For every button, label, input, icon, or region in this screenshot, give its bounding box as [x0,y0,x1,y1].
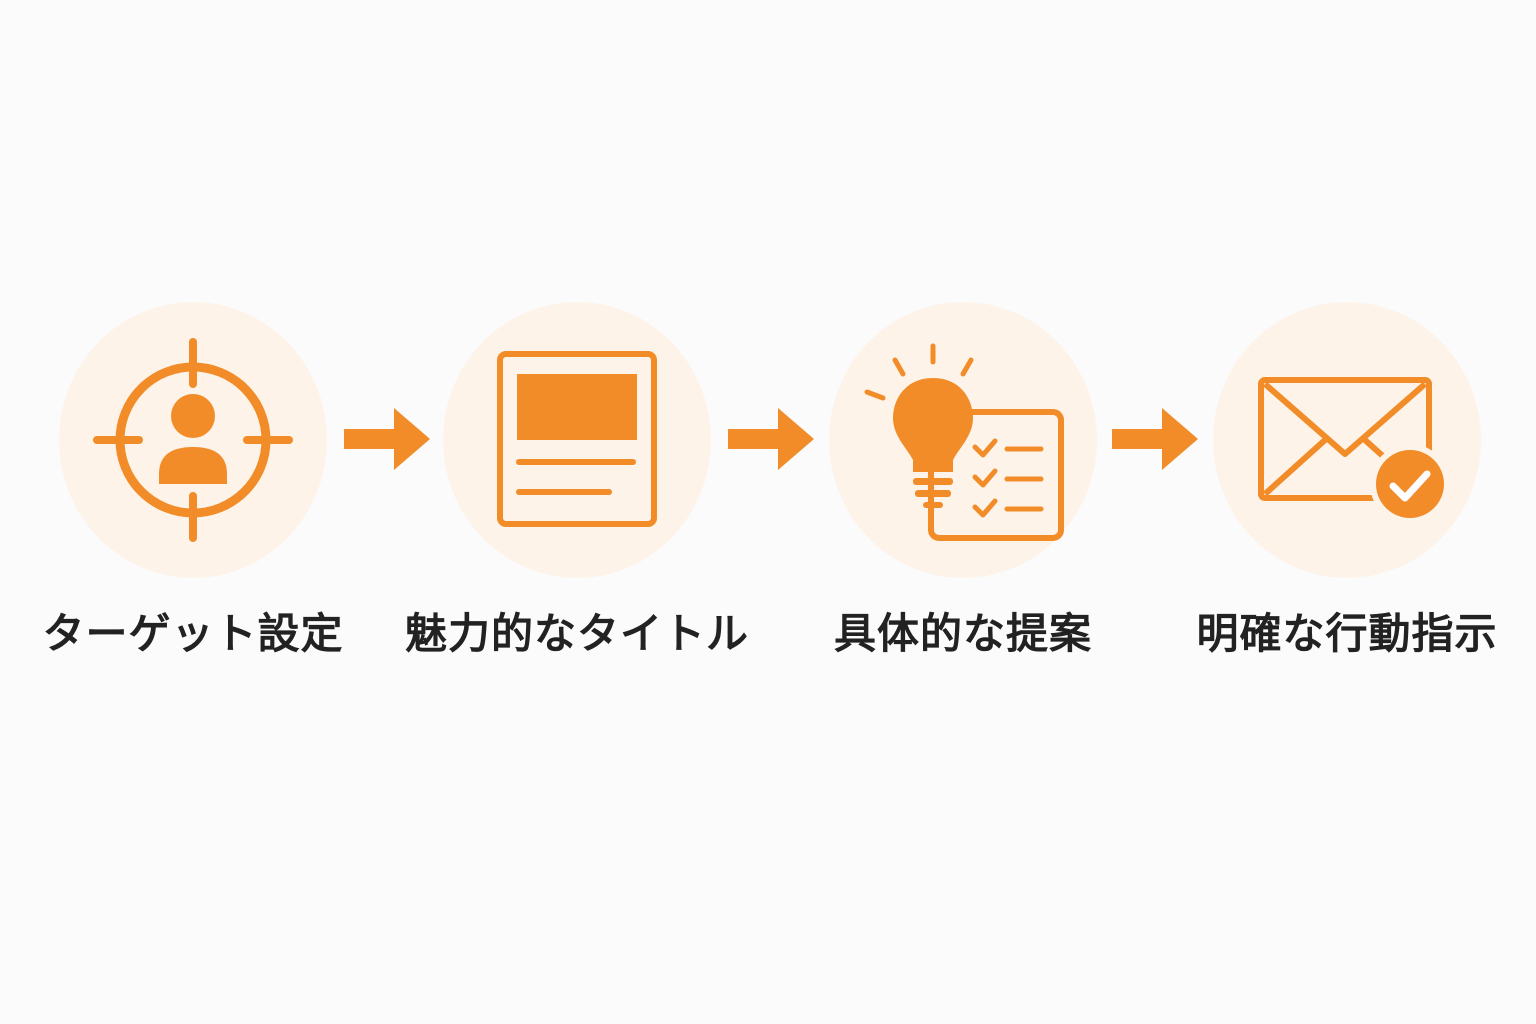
step-attractive-title: 魅力的なタイトル [405,302,748,682]
target-user-icon [93,338,293,542]
envelope-check-icon [1258,377,1450,524]
title-document-icon [497,351,657,527]
right-arrow-icon [1112,408,1198,470]
step-concrete-proposal: 具体的な提案 [829,302,1097,682]
step-clear-call-to-action: 明確な行動指示 [1196,302,1497,682]
right-arrow-icon [728,408,814,470]
step-label: 魅力的なタイトル [404,609,749,658]
step-label: 明確な行動指示 [1196,609,1498,658]
step-label: 具体的な提案 [833,609,1092,658]
step-circle [1213,302,1481,578]
step-target-setting: ターゲット設定 [42,302,343,682]
lightbulb-checklist-icon [864,343,1064,541]
right-arrow-icon [344,408,430,470]
step-label: ターゲット設定 [42,609,344,658]
